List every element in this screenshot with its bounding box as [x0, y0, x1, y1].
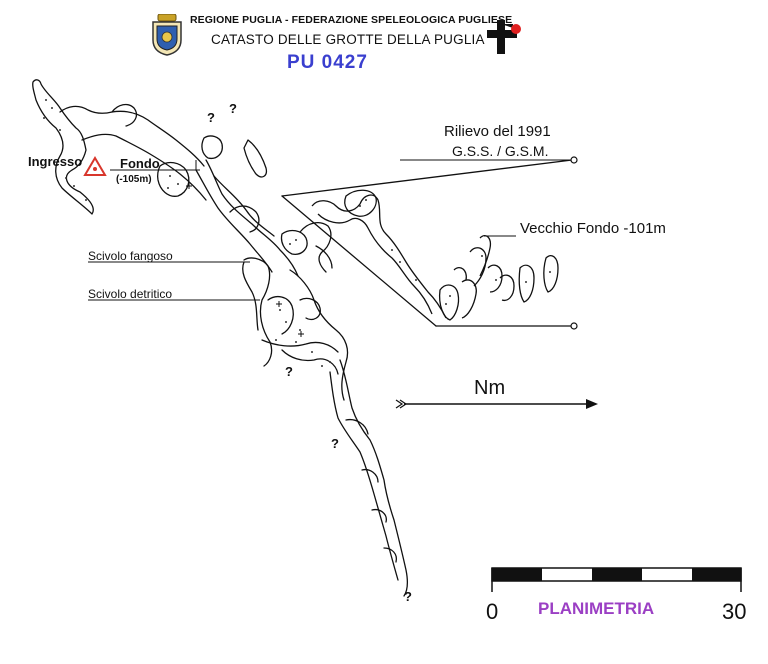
- cave-outline: [32, 79, 573, 597]
- arrow-head-icon: [586, 399, 598, 409]
- north-arrow-label: Nm: [474, 377, 505, 399]
- muddy-slide-label: Scivolo fangoso: [88, 249, 173, 263]
- survey-groups-label: G.S.S. / G.S.M.: [452, 143, 548, 159]
- cave-code: PU 0427: [287, 52, 368, 73]
- detail-stipple: [359, 199, 551, 305]
- detail-leader-end: [570, 322, 578, 330]
- federazione-speleologica-logo-icon: [487, 20, 521, 54]
- detail-section: [311, 189, 559, 321]
- entrance-marker-icon: [83, 156, 107, 176]
- scale-bar: 0 30 PLANIMETRIA: [486, 567, 746, 624]
- arrow-tail-icon: [395, 399, 408, 409]
- bottom-label: Fondo: [120, 156, 160, 171]
- plan-view-title: PLANIMETRIA: [538, 599, 654, 618]
- old-bottom-label: Vecchio Fondo -101m: [520, 220, 666, 237]
- question-mark: ?: [331, 436, 339, 451]
- unexplored-leads: ? ? ? ? ?: [207, 101, 412, 604]
- logo-red-dot: [511, 24, 521, 34]
- bottom-depth-label: (-105m): [116, 174, 152, 185]
- station-markers: [186, 183, 304, 337]
- entrance-label: Ingresso: [28, 154, 82, 169]
- debris-slide-label: Scivolo detritico: [88, 287, 172, 301]
- header-catasto-title: CATASTO DELLE GROTTE DELLA PUGLIA: [211, 32, 485, 47]
- cave-stipple: [43, 99, 331, 367]
- header-region-title: REGIONE PUGLIA - FEDERAZIONE SPELEOLOGIC…: [190, 14, 513, 26]
- scale-max-label: 30: [722, 599, 746, 624]
- scale-min-label: 0: [486, 599, 498, 624]
- question-mark: ?: [229, 101, 237, 116]
- survey-year-label: Rilievo del 1991: [444, 123, 551, 140]
- leader-lines: [88, 159, 572, 301]
- question-mark: ?: [207, 110, 215, 125]
- survey-leader-end: [570, 156, 578, 164]
- question-mark: ?: [404, 589, 412, 604]
- regione-puglia-coat-of-arms-icon: [152, 14, 182, 56]
- north-arrow: Nm: [395, 377, 598, 409]
- question-mark: ?: [285, 364, 293, 379]
